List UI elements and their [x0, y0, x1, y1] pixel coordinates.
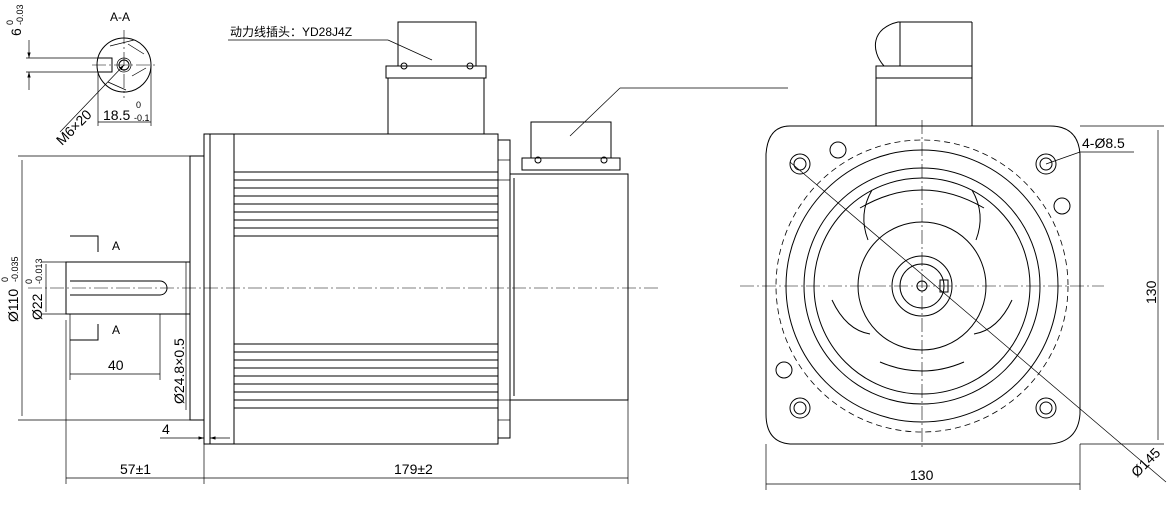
- thread-label: M6×20: [53, 106, 95, 148]
- front-connector-base: [875, 77, 973, 127]
- key-width-dim: 6: [8, 28, 24, 36]
- encoder-housing: [509, 173, 629, 401]
- section-title: A-A: [110, 10, 130, 24]
- power-connector-base: [387, 77, 485, 135]
- key-depth-tol-lower: -0.1: [134, 113, 150, 123]
- front-flange: [203, 133, 235, 445]
- shaft-tol-lower: -0.013: [34, 258, 44, 284]
- encoder-connector-flange: [521, 157, 621, 171]
- key-length-dim: 40: [108, 357, 124, 373]
- rear-cap: [497, 139, 511, 439]
- key-width-tol-lower: -0.03: [15, 4, 25, 25]
- section-mark-top: [70, 235, 99, 252]
- height-dim: 130: [1143, 280, 1159, 304]
- flange-thickness-dim: 4: [162, 421, 170, 437]
- key-depth-dim: 18.5: [103, 107, 130, 123]
- key-size-dim: Ø24.8×0.5: [171, 338, 187, 404]
- rear-cap-lines: [498, 159, 510, 421]
- holes-leader: [1045, 151, 1081, 165]
- front-connector-flange: [875, 65, 973, 79]
- holes-dim: 4-Ø8.5: [1082, 135, 1125, 151]
- cable-bend: [875, 21, 972, 67]
- shaft-length-dim: 57±1: [120, 461, 151, 477]
- pilot-dia-dim: Ø110: [5, 289, 21, 322]
- front-view: Ø145 4-Ø8.5 130 130: [740, 21, 1167, 490]
- width-dim: 130: [910, 467, 934, 483]
- body-length-dim: 179±2: [394, 461, 433, 477]
- connector-screw: [600, 156, 608, 164]
- encoder-connector-cap: [530, 121, 612, 159]
- pcd-leader: [789, 161, 1167, 483]
- connector-screw: [466, 62, 474, 70]
- section-mark-1: A: [112, 239, 120, 253]
- keyway-notch: [98, 57, 113, 73]
- section-mark-2: A: [112, 323, 120, 337]
- power-connector-cap: [397, 21, 477, 67]
- shaft-dia-dim: Ø22: [29, 293, 45, 320]
- encoder-leader: [569, 87, 621, 137]
- connector-screw: [534, 156, 542, 164]
- side-view: 动力线插头：YD28J4Z: [0, 21, 788, 484]
- pcd-circle: [775, 139, 1069, 433]
- pilot-tol-lower: -0.035: [10, 256, 20, 282]
- connector-leader: [387, 39, 433, 61]
- section-hatch: [107, 39, 147, 91]
- pilot-tol-upper: 0: [0, 277, 10, 282]
- pcd-dim: Ø145: [1128, 444, 1164, 480]
- key-width-tol-upper: 0: [5, 20, 15, 25]
- section-view-aa: A-A 6 0 -0.03 18.5 0 -0.1 M6×20: [5, 4, 156, 148]
- front-flange-outline: [765, 125, 1081, 445]
- cooling-fins: [234, 171, 498, 409]
- connector-label: 动力线插头：YD28J4Z: [230, 25, 352, 39]
- section-mark-bottom: [70, 324, 99, 341]
- connector-screw: [400, 62, 408, 70]
- thread-leader: [59, 64, 125, 133]
- key-depth-tol-upper: 0: [136, 100, 141, 110]
- shaft-tol-upper: 0: [24, 279, 34, 284]
- mounting-holes: [775, 141, 1071, 419]
